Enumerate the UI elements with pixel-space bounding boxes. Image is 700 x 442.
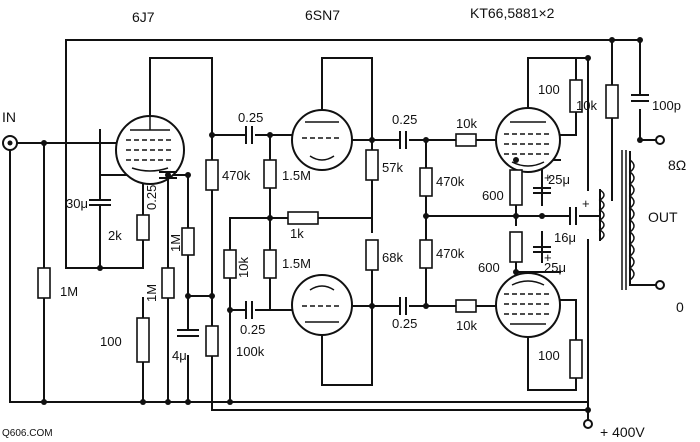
input-label: IN [2,109,16,125]
label-r-fb: 10k [236,257,251,278]
label-c-k-a: 25μ [548,172,570,187]
label-r-grid-in: 1M [60,284,78,299]
label-r-screen-b: 100 [538,348,560,363]
tube-label-6sn7: 6SN7 [305,7,340,23]
output-terminal-8-icon [655,135,665,145]
tube-6j7 [115,115,185,185]
label-c-out-a: 0.25 [392,112,417,127]
output-label: OUT [648,209,678,225]
label-r-nfb: 10k [576,98,597,113]
tube-label-6j7: 6J7 [132,9,155,25]
tube-label-kt66: KT66,5881×2 [470,5,555,21]
label-c-k-b: 25μ [544,260,566,275]
polarity-plus-c: + [582,196,590,211]
label-r-plate-b: 68k [382,250,403,265]
label-c-filter: 4μ [172,348,187,363]
label-r-plate-a: 57k [382,160,403,175]
supply-terminal-icon [583,419,593,429]
label-c-out-b: 0.25 [392,316,417,331]
wiring [9,39,661,421]
capacitors [89,94,649,337]
output-transformer [598,150,635,290]
polarity-plus-b: + [544,250,552,265]
label-r-bias1: 1.5M [282,168,311,183]
tube-kt66-lower [495,272,561,338]
label-r-k-b: 600 [478,260,500,275]
label-r-grid-a: 470k [436,174,465,189]
polarity-plus-a: + [544,170,552,185]
label-r-grid-b: 470k [436,246,465,261]
label-c-couple2: 0.25 [240,322,265,337]
label-c-couple1: 0.25 [238,110,263,125]
watermark: Q606.COM [2,428,53,439]
tube-6sn7-lower [291,274,353,336]
label-r-decouple: 100k [236,344,265,359]
label-r-k-bottom: 100 [100,334,122,349]
label-r-stop-a: 10k [456,116,477,131]
label-r-tail: 1k [290,226,304,241]
label-r-stop-b: 10k [456,318,477,333]
label-c-input-k: 30μ [66,196,88,211]
label-r-screen-a: 100 [538,82,560,97]
supply-label: + 400V [600,424,645,440]
label-r-input-k: 2k [108,228,122,243]
label-r-k-a: 600 [482,188,504,203]
output-tap-label: 8Ω [668,157,686,173]
label-r-load1: 470k [222,168,251,183]
tube-kt66-upper [495,107,561,173]
label-r-screen1: 1M [144,284,159,302]
output-terminal-0-icon [655,280,665,290]
resistors [37,79,619,379]
label-r-bias2: 1.5M [282,256,311,271]
terminals [2,135,665,429]
label-c-screen: 0.25 [144,185,159,210]
label-c-nfb: 100p [652,98,681,113]
label-c-bypass: 16μ [554,230,576,245]
tube-6sn7-upper [291,109,353,171]
label-r-screen2: 1M [168,234,183,252]
junction-dots [41,37,643,413]
output-zero-label: 0 [676,299,684,315]
